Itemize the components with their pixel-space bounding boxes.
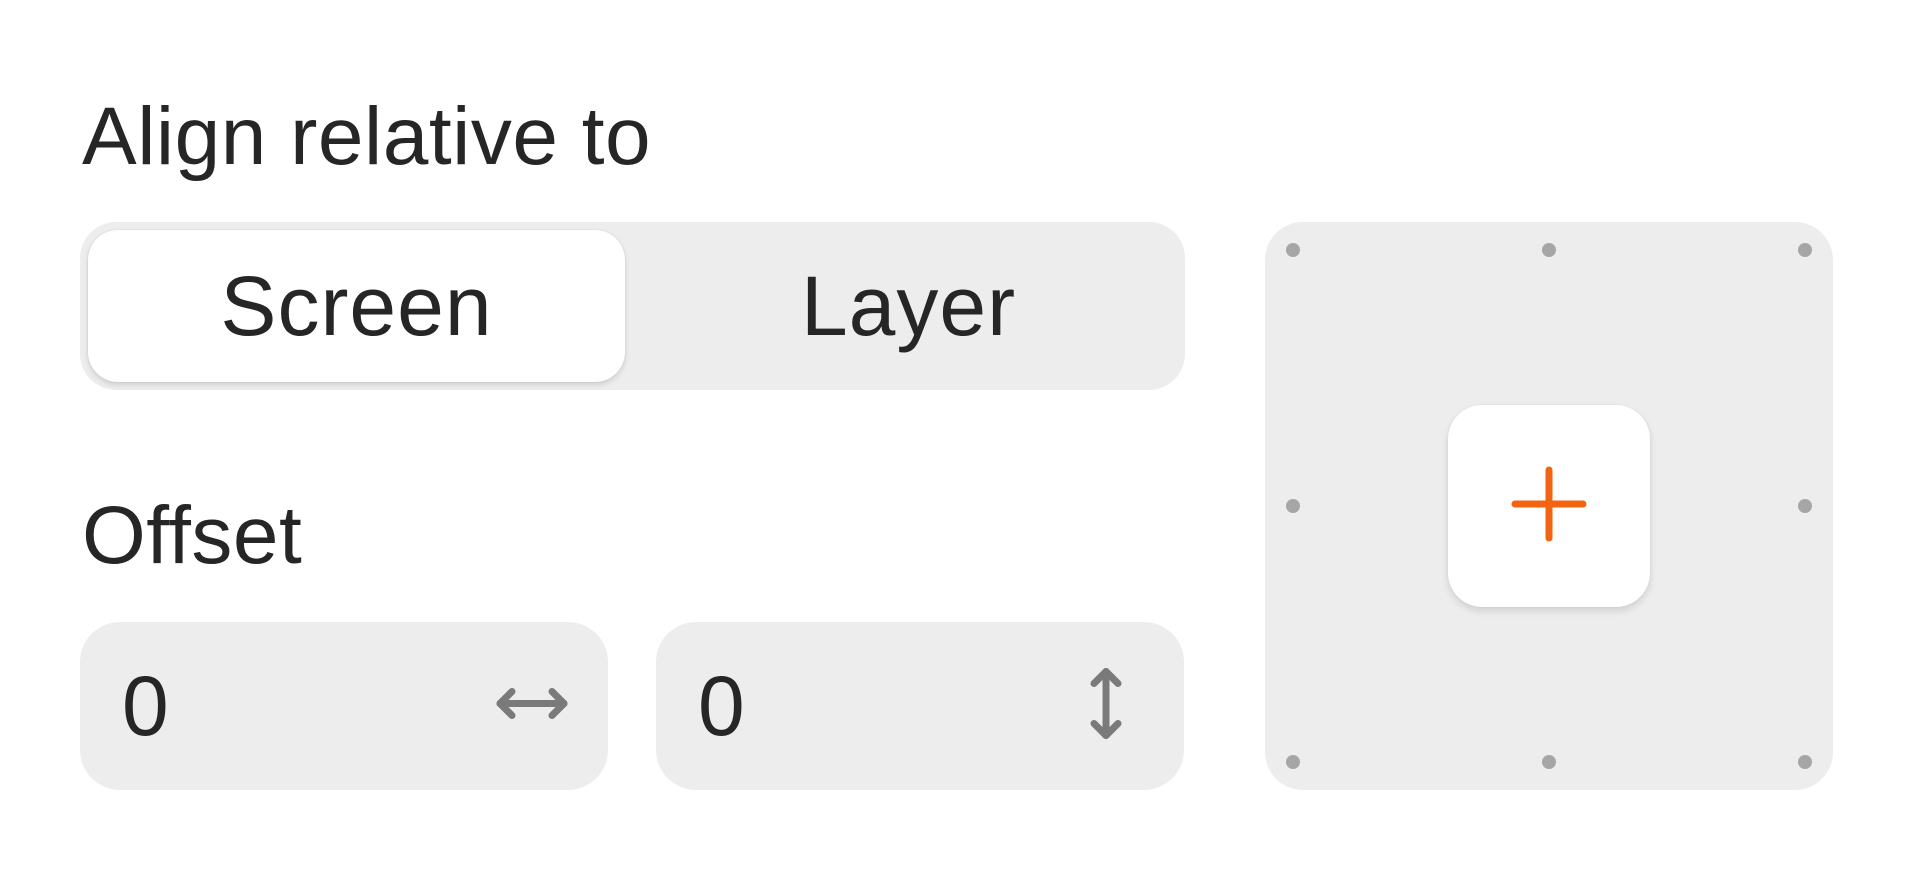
anchor-bottom-right[interactable]	[1791, 748, 1819, 776]
align-segmented-control: Screen Layer	[80, 222, 1185, 390]
anchor-top-right[interactable]	[1791, 236, 1819, 264]
vertical-double-arrow-icon	[1086, 666, 1126, 747]
segment-screen[interactable]: Screen	[88, 230, 625, 382]
anchor-middle-left[interactable]	[1279, 492, 1307, 520]
offset-label: Offset	[82, 490, 303, 581]
offset-y-field[interactable]: 0	[656, 622, 1184, 790]
anchor-center-button[interactable]	[1448, 405, 1650, 607]
anchor-bottom-center[interactable]	[1535, 748, 1563, 776]
anchor-point-picker	[1265, 222, 1833, 790]
anchor-top-left[interactable]	[1279, 236, 1307, 264]
anchor-bottom-left[interactable]	[1279, 748, 1307, 776]
anchor-top-center[interactable]	[1535, 236, 1563, 264]
segment-layer[interactable]: Layer	[800, 258, 1017, 353]
offset-y-value: 0	[698, 659, 745, 753]
anchor-middle-right[interactable]	[1791, 492, 1819, 520]
align-relative-label: Align relative to	[82, 91, 652, 182]
plus-icon	[1511, 466, 1587, 547]
horizontal-double-arrow-icon	[494, 684, 570, 729]
offset-x-value: 0	[122, 659, 169, 753]
offset-x-field[interactable]: 0	[80, 622, 608, 790]
